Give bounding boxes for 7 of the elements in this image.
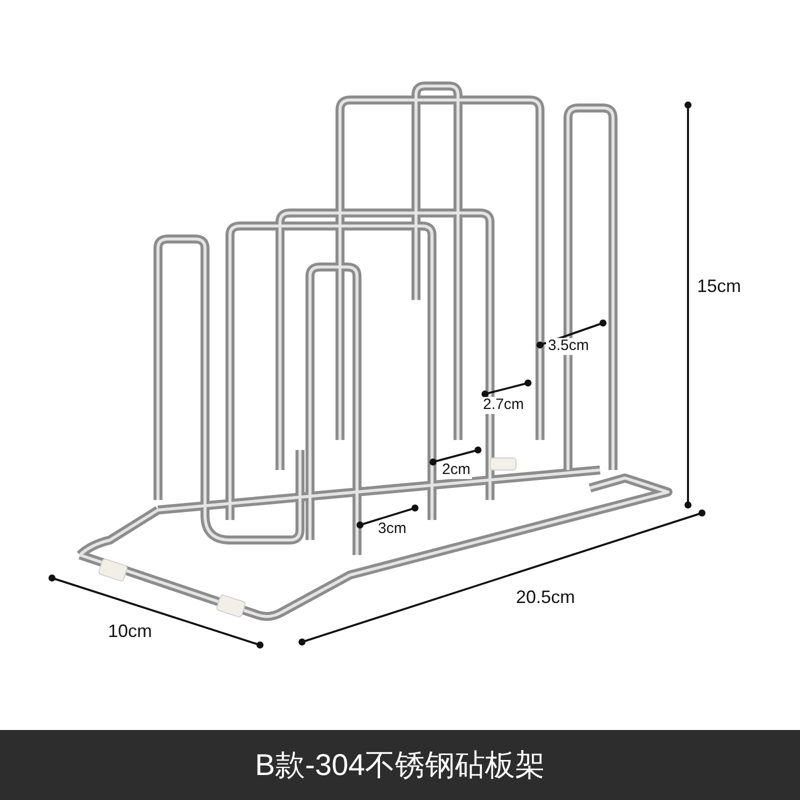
dimension-label: 2cm — [440, 462, 472, 478]
dimension-label: 15cm — [696, 277, 742, 297]
dimension-label: 3.5cm — [546, 338, 591, 354]
dimension-label: 2.7cm — [481, 397, 526, 414]
caption-text: B款-304不锈钢砧板架 — [254, 748, 546, 784]
dimension-label: 20.5cm — [515, 588, 576, 608]
dimension-label: 10cm — [107, 622, 154, 642]
